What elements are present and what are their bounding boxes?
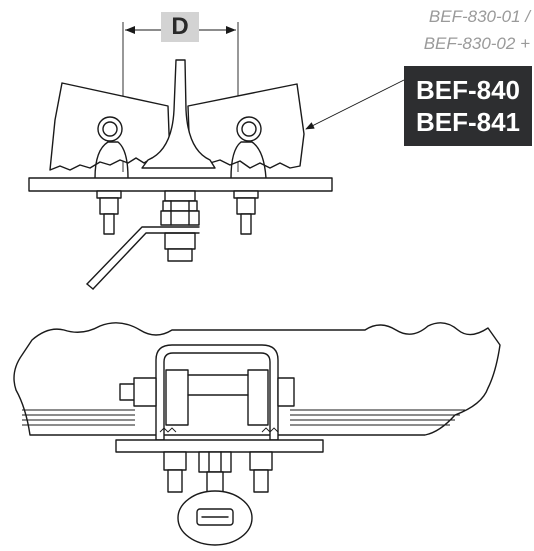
top-view bbox=[28, 22, 405, 290]
center-nut-stack bbox=[160, 190, 200, 262]
lower-left-bolt bbox=[163, 451, 187, 493]
lower-base-plate bbox=[115, 439, 324, 453]
left-bolt bbox=[96, 190, 122, 235]
lower-right-bolt bbox=[249, 451, 273, 493]
bottom-view bbox=[13, 322, 501, 546]
compatible-code-1: BEF-830-01 / bbox=[428, 7, 530, 26]
rail-ribs bbox=[22, 409, 465, 426]
leader-arrow bbox=[305, 79, 405, 130]
strap-bracket bbox=[86, 226, 200, 290]
lower-center-nut bbox=[198, 451, 232, 473]
model-code-1: BEF-840 bbox=[415, 75, 521, 105]
base-plate bbox=[28, 177, 333, 192]
compatible-code-2: BEF-830-02 + bbox=[423, 34, 530, 53]
rail-profile bbox=[141, 59, 216, 169]
dimension-d-label: D bbox=[161, 12, 199, 42]
right-bolt bbox=[233, 190, 259, 235]
model-label-box: BEF-840 BEF-841 bbox=[404, 66, 532, 146]
eye-bolt bbox=[177, 471, 253, 546]
model-code-2: BEF-841 bbox=[415, 107, 521, 137]
